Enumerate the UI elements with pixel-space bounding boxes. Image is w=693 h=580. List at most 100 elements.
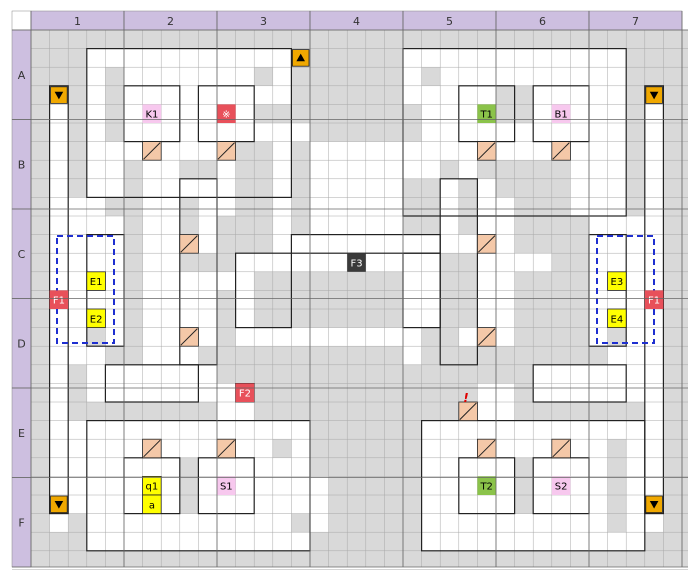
row-header-label: E — [18, 427, 25, 440]
door-slash — [217, 439, 235, 458]
floor-cell — [105, 439, 273, 458]
wall-outline — [235, 252, 293, 329]
marker-s2: S2 — [555, 482, 568, 493]
marker-t2-bg — [477, 476, 496, 495]
marker-f1r: F1 — [648, 296, 660, 307]
door-slash — [143, 142, 161, 160]
marker-x-bg — [217, 104, 236, 123]
floor-cell — [291, 420, 310, 514]
column-header-label: 4 — [353, 15, 360, 28]
floor-cell — [105, 141, 124, 198]
dashed-area-layer — [56, 235, 655, 344]
floor-cell — [440, 439, 459, 533]
marker-f1r-bg — [644, 290, 664, 309]
floor-cell — [179, 123, 310, 142]
arrow-up-icon — [296, 53, 305, 62]
door-slash — [552, 142, 570, 160]
floor-cell — [440, 439, 608, 458]
marker-f1l: F1 — [53, 296, 65, 307]
door-slash — [180, 328, 198, 346]
floor-cell — [105, 141, 236, 161]
floor-cell — [440, 513, 608, 533]
marker-f2: F2 — [239, 389, 251, 400]
arrow-down-icon — [649, 91, 659, 100]
floor-cell — [124, 513, 292, 533]
row-header-label: A — [18, 69, 26, 82]
door-slash — [180, 235, 198, 253]
floor-cell — [124, 67, 255, 86]
dashed-area-right — [596, 235, 655, 344]
column-header-label: 3 — [260, 15, 267, 28]
floor-cell — [68, 420, 87, 514]
marker-f1l-bg — [49, 290, 69, 309]
floor-cell — [161, 346, 180, 365]
marker-a: a — [149, 500, 155, 511]
marker-k1: K1 — [145, 110, 158, 121]
door-slash — [478, 235, 496, 253]
marker-e4-bg — [607, 308, 627, 329]
door-slash — [478, 142, 496, 160]
door-slash — [143, 439, 161, 458]
marker-b1: B1 — [554, 110, 567, 121]
floor-cell — [421, 85, 441, 142]
row-header-label: D — [17, 337, 25, 350]
floor-cell — [105, 439, 124, 533]
column-header-label: 5 — [446, 15, 453, 28]
floor-cell — [589, 216, 608, 347]
floor-cell — [496, 197, 515, 328]
column-header-label: 6 — [539, 15, 546, 28]
arrow-down-icon — [649, 501, 659, 509]
door-layer — [142, 141, 571, 459]
floor-cell — [440, 67, 608, 86]
floor-cell — [86, 48, 106, 216]
marker-q1: q1 — [146, 482, 159, 493]
floor-cell — [626, 420, 645, 551]
floor-cell — [310, 178, 329, 235]
marker-e3-bg — [607, 271, 627, 291]
row-header-label: B — [18, 158, 26, 171]
marker-s2-bg — [551, 476, 571, 495]
arrow-down-icon — [54, 501, 64, 509]
arrow-down-icon — [54, 91, 64, 100]
floor-cell — [179, 271, 199, 365]
marker-t2: T2 — [479, 482, 492, 493]
marker-f3-bg — [347, 253, 366, 272]
stairs-layer — [50, 49, 663, 514]
marker-e1: E1 — [90, 277, 103, 288]
floor-cell — [68, 197, 87, 216]
floor-cell — [217, 271, 236, 291]
wall-outline — [104, 364, 200, 403]
wall-outline — [532, 364, 627, 403]
floor-cell — [86, 48, 292, 68]
floor-cell — [272, 457, 292, 514]
floor-cell — [142, 216, 162, 235]
column-header-label: 7 — [632, 15, 639, 28]
column-header-label: 1 — [74, 15, 81, 28]
marker-s1: S1 — [220, 482, 233, 493]
marker-e2-bg — [86, 308, 106, 329]
door-slash — [478, 439, 496, 458]
floor-cell — [86, 197, 106, 216]
row-header-label: C — [18, 248, 26, 261]
floor-cell — [310, 476, 329, 533]
door-slash — [552, 439, 570, 458]
floor-cell — [589, 439, 608, 533]
marker-e3: E3 — [611, 277, 624, 288]
note-mark: ! — [463, 391, 468, 405]
marker-b1-bg — [551, 104, 571, 123]
marker-k1-bg — [142, 104, 162, 123]
floor-cell — [161, 178, 180, 384]
marker-e2: E2 — [90, 314, 103, 325]
marker-e4: E4 — [611, 314, 624, 325]
corner-cell — [11, 10, 32, 31]
column-header-label: 2 — [167, 15, 174, 28]
marker-x: ※ — [222, 110, 230, 121]
door-slash — [217, 142, 235, 160]
marker-t1-bg — [477, 104, 496, 123]
floor-cell — [86, 364, 106, 384]
floor-cell — [86, 420, 106, 551]
marker-f3: F3 — [350, 259, 362, 270]
